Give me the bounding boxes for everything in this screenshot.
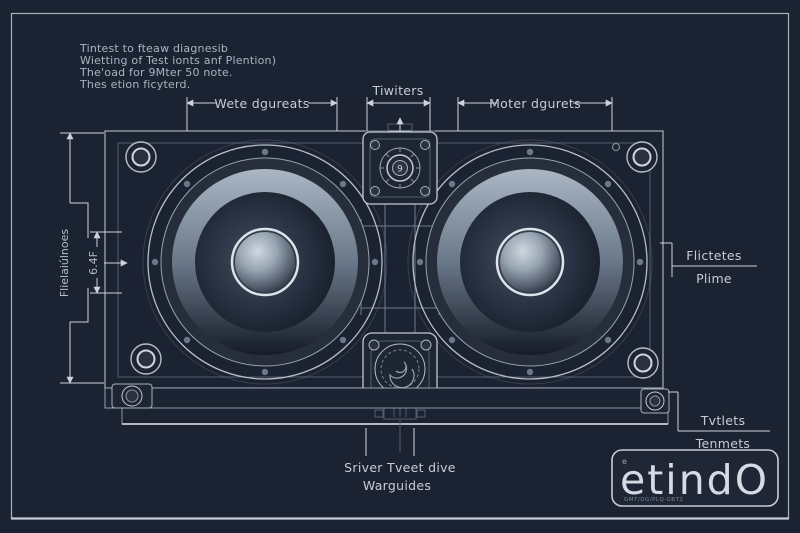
tweeter-spiral [389,361,415,389]
note-line: Thes etion ficyterd. [79,78,190,91]
dim-label: Moter dgurets [489,96,581,111]
callout-label: Plime [696,271,732,286]
logo-box: e etindO GMT/DG/PLQ·GBT2 [611,449,779,507]
dust-cap-ring [230,227,300,297]
tweeter-dial-center [392,160,408,176]
dust-cap-dome [235,232,295,292]
callout-right: Flictetes Plime [660,242,757,286]
dim-label: Tiwiters [371,83,423,98]
callout-label: Tenmets [695,436,751,451]
logo-subtext: GMT/DG/PLQ·GBT2 [624,497,683,503]
screw-top-left [125,141,157,173]
screw-bottom-left [130,343,162,375]
woofer-screws [151,148,379,376]
dim-tweeter: Tiwiters [366,83,431,131]
dust-cap-dome [500,232,560,292]
dim-left-height: Flielaiúlnoes [58,132,104,384]
notes-block: Tintest to fteaw diagnesib Wietting of T… [79,42,276,91]
screw-bottom-right [627,347,659,379]
dim-woofer-right: Moter dgurets [457,96,613,131]
woofer-mounting-ring [412,144,648,380]
tweeter-body-inner [369,138,431,198]
base-screw-left [111,383,153,409]
right-woofer [407,139,653,385]
logo-mark: e [622,457,627,466]
base-screw-right [640,388,670,414]
left-woofer [142,139,388,385]
tweeter-top: 9 [362,123,438,205]
woofer-mounting-ring [147,144,383,380]
note-line: Wietting of Test ionts anf Plention) [80,54,276,67]
note-line: Tintest to fteaw diagnesib [79,42,228,55]
logo-border [611,449,779,507]
note-line: The'oad for 9Mter 50 note. [79,66,233,79]
callout-bottom-right: Tvtlets Tenmets [668,391,770,451]
callout-bottom-center: Sriver Tveet dive Warguides [344,420,456,493]
base-plate [121,407,669,425]
tweeter-corner-screws [370,140,430,196]
callout-label: Tvtlets [700,413,746,428]
dim-label: Wete dgureats [214,96,309,111]
woofer-outer-ring-faint [407,139,653,385]
callout-label: Flictetes [686,248,741,263]
callout-label: Warguides [363,478,431,493]
callout-label: Sriver Tveet dive [344,460,456,475]
tweeter-dial-glyph: 9 [397,165,403,175]
logo-text: etindO [620,456,769,504]
dim-label-vertical: 6.4F [87,251,100,275]
woofer-outer-ring-faint [142,139,388,385]
woofer-screws [416,148,644,376]
dim-label-vertical: Flielaiúlnoes [58,229,71,298]
panel-corner-screws [125,141,659,379]
base-strip [104,387,664,409]
base-plates [104,383,670,425]
dust-cap-ring [495,227,565,297]
dim-woofer-left: Wete dgureats [186,96,338,131]
tweeter-dial-ticks [380,148,420,188]
screw-top-right [612,141,658,173]
tweeter-dial-outer [379,147,421,189]
dim-left-small: 6.4F [87,231,128,294]
